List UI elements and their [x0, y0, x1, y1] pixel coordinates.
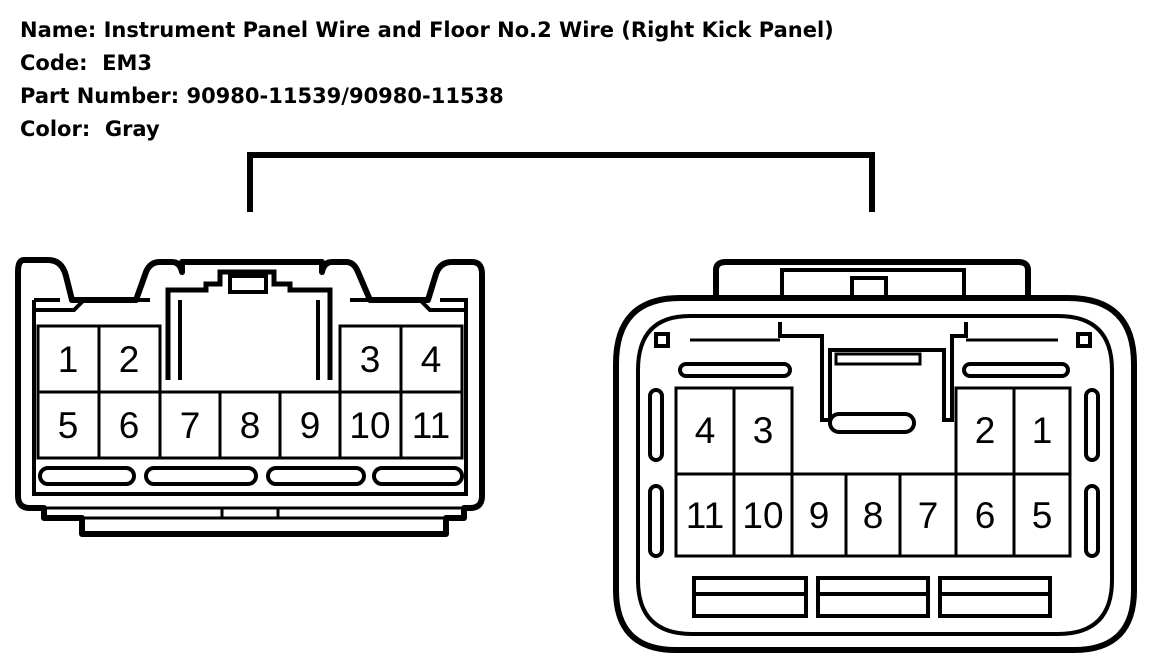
right-pin-label: 9	[809, 495, 830, 536]
color-label: Color:	[20, 117, 91, 141]
right-pin-label: 3	[753, 410, 774, 451]
connector-info: Name: Instrument Panel Wire and Floor No…	[20, 14, 834, 146]
left-connector: 1 2 3 4 5 6 7 8 9 10 11	[15, 257, 485, 537]
left-base-tabs	[44, 506, 464, 520]
right-latch-bar-top	[834, 352, 922, 366]
left-bottom-slots	[38, 466, 464, 486]
right-corner-mark	[654, 332, 670, 348]
left-pin-label: 6	[119, 405, 140, 446]
color-row: Color: Gray	[20, 113, 834, 146]
right-pin-label: 2	[975, 410, 996, 451]
left-pin-labels: 1 2 3 4 5 6 7 8 9 10 11	[58, 339, 451, 446]
name-row: Name: Instrument Panel Wire and Floor No…	[20, 14, 834, 47]
right-pin-label: 7	[918, 495, 939, 536]
left-latch	[165, 269, 333, 380]
name-label: Name:	[20, 18, 97, 42]
right-pin-label: 11	[686, 495, 724, 536]
left-connector-inner	[32, 298, 468, 496]
right-pin-label: 5	[1032, 495, 1053, 536]
name-value: Instrument Panel Wire and Floor No.2 Wir…	[103, 18, 834, 42]
right-side-slot	[648, 484, 664, 558]
part-number-label: Part Number:	[20, 84, 180, 108]
code-value: EM3	[102, 51, 152, 75]
right-connector: 4 3 2 1 11 10 9 8 7 6 5	[613, 259, 1137, 653]
left-latch-lock	[228, 274, 268, 294]
right-connector-inner	[636, 314, 1114, 636]
right-pin-label: 10	[742, 495, 783, 536]
right-side-slot	[648, 388, 664, 462]
part-number-row: Part Number: 90980-11539/90980-11538	[20, 80, 834, 113]
pairing-bracket	[247, 152, 875, 212]
right-pin-label: 1	[1032, 410, 1053, 451]
code-row: Code: EM3	[20, 47, 834, 80]
left-pin-label: 8	[240, 405, 261, 446]
part-number-value: 90980-11539/90980-11538	[186, 84, 504, 108]
left-latch-inner	[178, 300, 320, 380]
left-shoulder-left	[34, 298, 150, 312]
left-pin-label: 9	[300, 405, 321, 446]
code-label: Code:	[20, 51, 88, 75]
left-pin-label: 4	[421, 339, 442, 380]
left-pin-label: 11	[412, 405, 450, 446]
right-top-rail	[962, 362, 1070, 378]
right-side-slot	[1084, 484, 1100, 558]
right-top-rail	[678, 362, 792, 378]
right-pin-label: 8	[863, 495, 884, 536]
left-shoulder-right	[350, 298, 466, 312]
right-side-slot	[1084, 388, 1100, 462]
left-pin-grid	[36, 324, 464, 460]
left-connector-shell	[15, 257, 485, 537]
left-pin-label: 1	[58, 339, 79, 380]
left-pin-label: 2	[119, 339, 140, 380]
right-top-housing-inner	[780, 268, 966, 300]
right-connector-shell	[613, 295, 1137, 653]
right-pin-grid	[674, 386, 1072, 558]
right-pin-label: 6	[975, 495, 996, 536]
right-center-latch	[778, 322, 968, 422]
right-pin-label: 4	[695, 410, 716, 451]
right-top-housing	[713, 259, 1031, 300]
color-value: Gray	[104, 117, 160, 141]
left-pin-label: 7	[180, 405, 201, 446]
right-latch-bar	[828, 412, 916, 434]
right-pin-labels: 4 3 2 1 11 10 9 8 7 6 5	[686, 410, 1053, 536]
right-bottom-slots	[692, 576, 1052, 618]
left-pin-label: 5	[58, 405, 79, 446]
left-pin-label: 10	[349, 405, 390, 446]
left-pin-label: 3	[360, 339, 381, 380]
right-corner-mark	[1076, 332, 1092, 348]
